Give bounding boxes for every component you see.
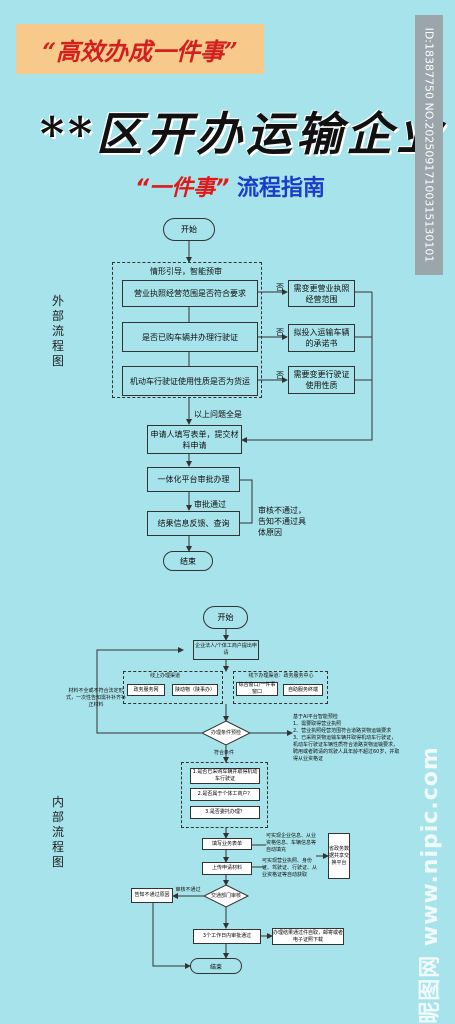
int-online-group [123, 671, 223, 704]
int-offline-b[interactable]: 自助服务终端 [283, 684, 323, 696]
ext-guide-label: 情形引导，智能预审 [150, 267, 222, 276]
int-notify-fail: 告知不通过原因 [131, 888, 173, 903]
int-check-2: 2.是否属于个体工商户？ [190, 788, 260, 801]
int-fill-info: 填写业务表单 [202, 838, 252, 850]
int-ai-item-3: 3、已采购货物运输车辆并取得机动车行驶证，机动车行驶证车辆性质符合道路货物运输要… [293, 735, 400, 762]
ext-platform-approval: 一体化平台审批办理 [147, 467, 240, 492]
ext-no-3: 否 [276, 371, 284, 380]
ext-question-2: 是否已购车辆并办理行驶证 [122, 322, 258, 352]
page-subtitle: “一件事” 流程指南 [60, 170, 400, 202]
int-online-a[interactable]: 政务服务网 [127, 684, 165, 696]
slogan-banner: “高效办成一件事” [16, 24, 264, 74]
int-ai-item-1: 1、需要取得营业执照 [293, 721, 342, 727]
int-precheck-label: 办理条件预检 [210, 730, 241, 736]
int-online-title: 线上办理渠道 [150, 673, 181, 679]
int-offline-title: 线下办理渠道：政务服务中心 [248, 673, 314, 679]
int-dept-review: 交通部门审核 [210, 893, 241, 899]
int-ai-precheck-note: 基于AI平台智能预检 1、需要取得营业执照 2、营业执照经营范围符合道路货物运输… [293, 714, 401, 764]
int-apply-node: 企业法人/个体工商户提出申请 [193, 640, 259, 660]
subtitle-guide: 流程指南 [237, 176, 326, 201]
int-ai-title: 基于AI平台智能预检 [293, 714, 338, 720]
ext-no-2: 否 [276, 328, 284, 337]
int-check-3: 3.是否委托办理？ [190, 806, 260, 819]
ext-question-1: 营业执照经营范围是否符合要求 [122, 280, 258, 307]
page-title: **区开办运输企业 [40, 107, 447, 161]
ext-end-node: 结束 [163, 551, 213, 571]
ext-question-3: 机动车行驶证使用性质是否为货运 [122, 366, 258, 396]
int-ai-item-2: 2、营业执照经营范围符合道路货物运输要求 [293, 728, 392, 734]
int-start-node: 开始 [203, 606, 248, 629]
ext-precheck-group [112, 262, 262, 398]
int-within-3-days: 3个工作日内审批通过 [193, 929, 261, 944]
int-not-ok-note: 材料不全或不符合法定形式，一次性告知需补补齐补正材料 [65, 688, 126, 708]
ext-all-yes-label: 以上问题全是 [194, 410, 242, 419]
int-review-fail: 审核不通过 [175, 887, 201, 893]
ext-answer-2: 拟投入运输车辆的承诺书 [288, 324, 355, 352]
int-offline-group [233, 671, 328, 704]
external-section-label: 外部流程图 [51, 294, 64, 368]
ext-feedback: 结果信息反馈、查询 [147, 511, 240, 536]
int-qualified-label: 符合条件 [214, 750, 235, 756]
int-offline-a[interactable]: 综合窗口/一件事窗口 [236, 682, 278, 696]
ext-start-node: 开始 [163, 218, 215, 241]
slogan-text: “高效办成一件事” [42, 36, 238, 66]
ext-fill-form: 申请人填写表单，提交材料申请 [147, 425, 242, 454]
int-fill-note: 可实现企业信息、从业资格信息、车辆信息等自动填充 [266, 833, 317, 853]
subtitle-quote: “一件事” [134, 176, 230, 201]
int-result-delivery: 办理结果通过件自取，邮寄或者电子证照下载 [272, 928, 344, 945]
int-upload-note: 可实现营业执照、身份证、驾驶证、行驶证、从业资格证等自动获取 [262, 858, 318, 878]
int-check-1: 1.是否已采购车辆并取得机动车行驶证 [190, 768, 260, 784]
int-checks-group [181, 762, 268, 828]
int-online-b[interactable]: 陕动物（陕事办） [172, 684, 218, 696]
ext-answer-3: 需要变更行驶证使用性质 [288, 366, 355, 394]
ext-no-1: 否 [276, 283, 284, 292]
internal-section-label: 内部流程图 [51, 795, 64, 869]
ext-answer-1: 需变更营业执照经营范围 [288, 280, 355, 307]
ext-approved-label: 审批通过 [194, 500, 226, 509]
image-id-bar: ID:18387750 NO.20250917100315130101 [415, 15, 443, 275]
int-upload: 上传申请材料 [202, 862, 252, 875]
int-data-platform: 省政务数据共享交换平台 [328, 833, 350, 879]
int-end-node: 结束 [190, 958, 242, 974]
ext-reject-note: 审核不通过，告知不通过具体原因 [258, 506, 306, 537]
